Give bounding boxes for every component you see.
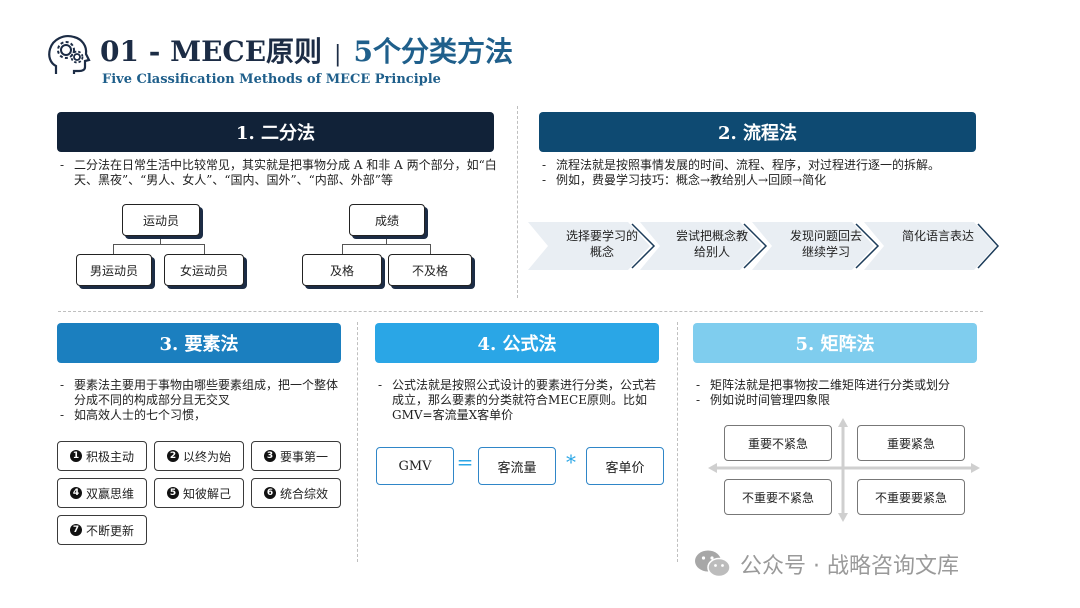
quadrant-not-important-urgent: 不重要要紧急 xyxy=(857,479,965,515)
habit-label: 知彼解己 xyxy=(182,486,231,501)
habit-number: 2 xyxy=(166,450,179,462)
habit-label: 不断更新 xyxy=(85,523,134,538)
formula-equals: = xyxy=(456,450,474,474)
habit-label: 积极主动 xyxy=(85,449,134,464)
page-title: 01 - MECE原则 | 5个分类方法 xyxy=(100,30,513,70)
tree1-root: 运动员 xyxy=(122,204,200,236)
tree-connector xyxy=(386,234,387,244)
process-step: 尝试把概念教给别人 xyxy=(675,229,748,259)
habit-label: 要事第一 xyxy=(279,449,328,464)
page-subtitle: Five Classification Methods of MECE Prin… xyxy=(102,72,441,87)
tree-connector xyxy=(430,244,431,254)
quadrant-important-not-urgent: 重要不紧急 xyxy=(724,425,832,461)
section-5-bullets: 矩阵法就是把事物按二维矩阵进行分类或划分 例如说时间管理四象限 xyxy=(694,378,984,408)
section-1-bullets: 二分法在日常生活中比较常见，其实就是把事物分成 A 和非 A 两个部分，如“白天… xyxy=(58,158,498,188)
tree-connector xyxy=(342,244,430,245)
quadrant-important-urgent: 重要紧急 xyxy=(857,425,965,461)
footer-text: 公众号 · 战略咨询文库 xyxy=(740,554,959,579)
divider-vertical-right xyxy=(677,322,678,562)
tree-connector xyxy=(113,244,114,254)
section-1-header: 1. 二分法 xyxy=(57,112,494,152)
bullet: 要素法主要用于事物由哪些要素组成，把一个整体分成不同的构成部分且无交叉 xyxy=(58,378,343,408)
wechat-icon xyxy=(695,550,731,578)
divider-vertical-top xyxy=(517,106,518,298)
title-sub: 5个分类方法 xyxy=(353,35,513,68)
head-gears-icon xyxy=(48,35,91,74)
habit-number: 1 xyxy=(69,450,82,462)
bullet: 公式法就是按照公式设计的要素进行分类，公式若成立，那么要素的分类就符合MECE原… xyxy=(376,378,661,423)
process-chevrons xyxy=(528,222,1000,270)
tree1-left: 男运动员 xyxy=(76,254,152,286)
tree2-root: 成绩 xyxy=(349,204,425,236)
process-step: 简化语言表达 xyxy=(901,229,974,243)
formula-multiply: * xyxy=(566,450,576,474)
bullet: 如高效人士的七个习惯， xyxy=(58,408,343,423)
bullet: 例如，费曼学习技巧：概念→教给别人→回顾→简化 xyxy=(540,173,990,188)
section-2-header: 2. 流程法 xyxy=(539,112,976,152)
habit-number: 7 xyxy=(69,524,82,536)
tree-connector xyxy=(342,244,343,254)
quadrant-not-important-not-urgent: 不重要不紧急 xyxy=(724,479,832,515)
habit-number: 4 xyxy=(69,487,82,499)
tree2-left: 及格 xyxy=(302,254,382,286)
habit-number: 5 xyxy=(166,487,179,499)
formula-unit-price: 客单价 xyxy=(586,447,664,485)
process-step: 发现问题回去继续学习 xyxy=(789,229,862,259)
section-4-bullets: 公式法就是按照公式设计的要素进行分类，公式若成立，那么要素的分类就符合MECE原… xyxy=(376,378,661,423)
section-2-bullets: 流程法就是按照事情发展的时间、流程、程序，对过程进行逐一的拆解。 例如，费曼学习… xyxy=(540,158,990,188)
section-3-bullets: 要素法主要用于事物由哪些要素组成，把一个整体分成不同的构成部分且无交叉 如高效人… xyxy=(58,378,343,423)
bullet: 流程法就是按照事情发展的时间、流程、程序，对过程进行逐一的拆解。 xyxy=(540,158,990,173)
bullet: 二分法在日常生活中比较常见，其实就是把事物分成 A 和非 A 两个部分，如“白天… xyxy=(58,158,498,188)
tree-connector xyxy=(113,244,204,245)
tree1-right: 女运动员 xyxy=(164,254,244,286)
habit-label: 统合综效 xyxy=(279,486,328,501)
title-separator: | xyxy=(334,42,342,67)
tree2-right: 不及格 xyxy=(388,254,472,286)
formula-gmv: GMV xyxy=(376,447,454,485)
process-step: 选择要学习的概念 xyxy=(565,229,638,259)
tree-connector xyxy=(204,244,205,254)
footer-watermark: 公众号 · 战略咨询文库 xyxy=(694,548,959,580)
habit-label: 双赢思维 xyxy=(85,486,134,501)
section-4-header: 4. 公式法 xyxy=(375,323,659,363)
section-3-header: 3. 要素法 xyxy=(57,323,341,363)
habit-number: 6 xyxy=(263,487,276,499)
bullet: 例如说时间管理四象限 xyxy=(694,393,984,408)
bullet: 矩阵法就是把事物按二维矩阵进行分类或划分 xyxy=(694,378,984,393)
tree-connector xyxy=(160,234,161,244)
formula-traffic: 客流量 xyxy=(478,447,556,485)
section-5-header: 5. 矩阵法 xyxy=(693,323,977,363)
matrix-axes xyxy=(708,418,980,522)
habit-number: 3 xyxy=(263,450,276,462)
divider-vertical-left xyxy=(357,322,358,562)
habit-label: 以终为始 xyxy=(182,449,231,464)
title-main: 01 - MECE原则 xyxy=(100,35,323,68)
divider-horizontal xyxy=(58,311,983,312)
